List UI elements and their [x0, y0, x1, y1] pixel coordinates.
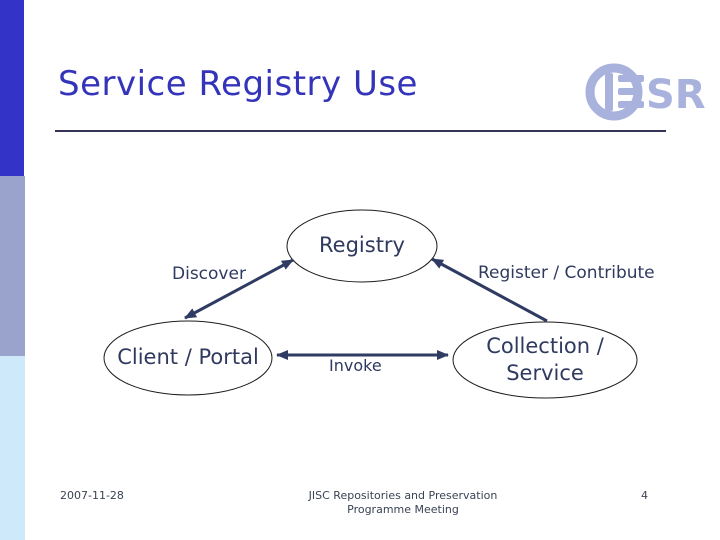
- title-underline: [55, 130, 666, 132]
- iesr-logo: SR: [580, 62, 715, 122]
- logo-e-bar-middle-icon: [618, 88, 642, 95]
- node-collection-service-line1: Collection /: [486, 334, 604, 358]
- sidebar-accent-middle: [0, 176, 25, 356]
- sidebar-accent-bottom: [0, 356, 25, 540]
- logo-letter-i-icon: [605, 73, 613, 111]
- node-client-portal: Client / Portal: [117, 345, 259, 369]
- footer-date: 2007-11-28: [60, 489, 124, 502]
- iesr-logo-icon: SR: [585, 63, 706, 121]
- node-collection-service-line2: Service: [506, 361, 584, 385]
- edge-label-discover: Discover: [172, 264, 246, 284]
- footer-event-line1: JISC Repositories and Preservation: [308, 489, 498, 502]
- footer-event-line2: Programme Meeting: [347, 503, 459, 516]
- node-registry: Registry: [319, 233, 405, 257]
- logo-e-bar-bottom-icon: [618, 101, 644, 108]
- node-collection-service: Collection / Service: [453, 333, 637, 387]
- sidebar-accent-top: [0, 0, 24, 176]
- logo-letters-sr: SR: [646, 72, 706, 118]
- edge-label-register-contribute: Register / Contribute: [478, 263, 655, 283]
- logo-e-bar-top-icon: [618, 75, 644, 82]
- edge-label-invoke: Invoke: [329, 356, 382, 375]
- footer-event: JISC Repositories and Preservation Progr…: [253, 489, 553, 517]
- footer-page-number: 4: [641, 489, 648, 502]
- slide-title: Service Registry Use: [58, 64, 418, 104]
